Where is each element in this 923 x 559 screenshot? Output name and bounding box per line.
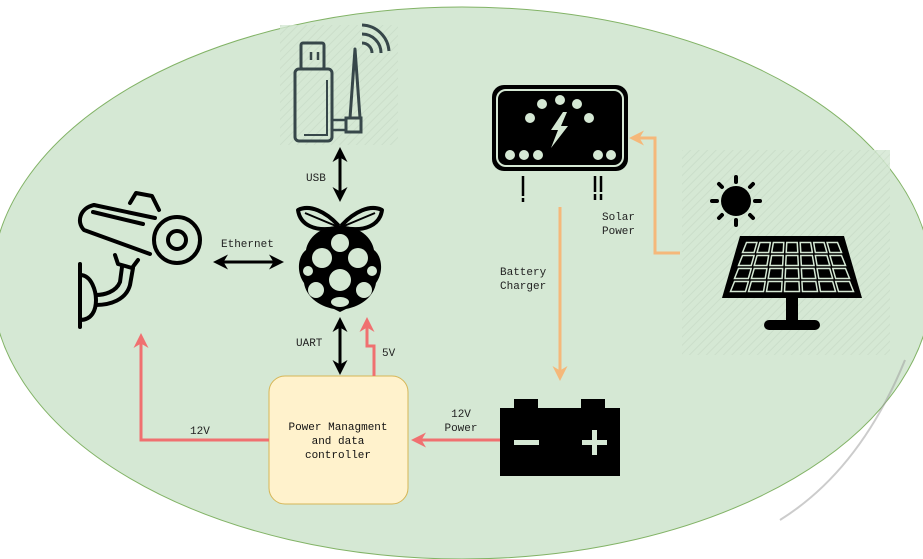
camera-12v-label: 12V [190,426,210,438]
battery-power-label-line-1: 12V [451,409,471,421]
solar-cell [831,267,851,280]
solar-cell [834,280,855,293]
solar-cell [817,280,837,293]
solar-cell [784,254,800,267]
solar-cell [799,254,815,267]
solar-cell [814,254,831,267]
solar-cell [812,241,828,254]
battery-charger-label-line-2: Charger [500,281,546,293]
charge-controller-icon [492,85,628,202]
solar-cell [733,267,753,280]
solar-cell [750,267,768,280]
solar-cell [816,267,834,280]
pi-5v-power-connector [359,317,376,376]
security-camera-icon [77,191,202,329]
solar-cell [783,280,801,293]
solar-cell [800,267,817,280]
battery-power-label-line-2: Power [444,423,477,435]
solar-cell [826,241,843,254]
system-boundary-ellipse [0,6,923,559]
ethernet-label: Ethernet [221,239,274,251]
camera-12v-power-connector [133,333,269,442]
solar-cell [828,254,847,267]
raspberry-pi-icon [296,205,384,312]
solar-power-connector [629,130,680,255]
solar-power-label-line-2: Power [602,226,635,238]
solar-cell [799,241,814,254]
controller-label-line-2: and data [312,436,365,448]
solar-cell [769,254,785,267]
usb-label: USB [306,173,326,185]
solar-cell [756,241,772,254]
solar-cell [747,280,767,293]
pi-5v-label: 5V [382,348,396,360]
solar-cell [737,254,756,267]
solar-power-label-line-1: Solar [602,212,635,224]
solar-cell [767,267,784,280]
solar-cell [765,280,783,293]
solar-cell [741,241,758,254]
sun-icon [710,175,762,227]
usb-wifi-dongle-icon [280,23,398,145]
uart-label: UART [296,338,323,350]
solar-cell [770,241,785,254]
battery-charger-label-line-1: Battery [500,267,547,279]
battery-icon [500,399,620,476]
solar-cell [801,280,819,293]
solar-cell [753,254,770,267]
solar-panel-icon [682,150,890,355]
solar-cell [785,241,799,254]
solar-cell [729,280,750,293]
controller-label-line-1: Power Managment [288,422,387,434]
power-management-controller-box: Power Managment and data controller [268,375,409,505]
controller-label-line-3: controller [305,450,371,462]
solar-cell [784,267,800,280]
